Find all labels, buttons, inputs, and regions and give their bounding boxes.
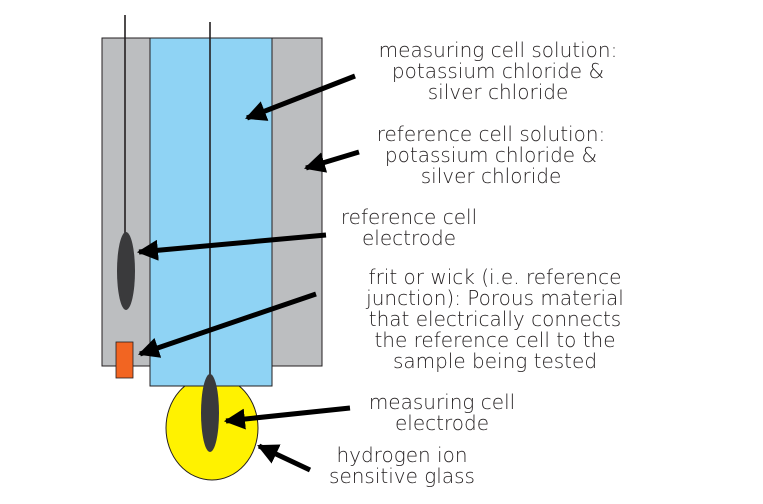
label-line: silver chloride [427, 80, 569, 104]
label-line: the reference cell to the [374, 328, 616, 352]
label-line: reference cell [340, 205, 478, 229]
label-line: that electrically connects [368, 307, 622, 331]
arrow-measuring-electrode [223, 405, 351, 430]
reference-cell-electrode [117, 232, 135, 310]
label-measuring-cell-solution: measuring cell solution: potassium chlor… [352, 40, 644, 103]
label-line: sample being tested [392, 349, 598, 373]
label-reference-cell-electrode: reference cell electrode [324, 207, 494, 249]
label-line: reference cell solution: [376, 122, 606, 146]
label-frit-or-wick: frit or wick (i.e. reference junction): … [332, 267, 658, 372]
label-hydrogen-ion-sensitive-glass: hydrogen ion sensitive glass [313, 445, 491, 487]
label-line: silver chloride [420, 164, 562, 188]
label-line: junction): Porous material [366, 286, 624, 310]
label-line: frit or wick (i.e. reference [368, 265, 622, 289]
label-line: sensitive glass [329, 464, 475, 488]
label-line: electrode [394, 411, 490, 435]
label-line: potassium chloride & [391, 59, 605, 83]
label-line: measuring cell [368, 390, 516, 414]
arrow-reference-solution [303, 149, 360, 173]
label-reference-cell-solution: reference cell solution: potassium chlor… [351, 124, 631, 187]
arrow-glass [257, 443, 312, 473]
label-line: hydrogen ion [336, 443, 468, 467]
label-measuring-cell-electrode: measuring cell electrode [348, 392, 536, 434]
label-line: electrode [361, 226, 457, 250]
measuring-cell-tube [149, 37, 273, 387]
arrow-frit [138, 291, 317, 358]
arrow-reference-electrode [136, 232, 327, 261]
frit-junction [115, 341, 134, 379]
arrow-measuring-solution [245, 73, 356, 121]
measuring-cell-electrode [201, 374, 219, 452]
label-line: potassium chloride & [384, 143, 598, 167]
label-line: measuring cell solution: [378, 38, 618, 62]
